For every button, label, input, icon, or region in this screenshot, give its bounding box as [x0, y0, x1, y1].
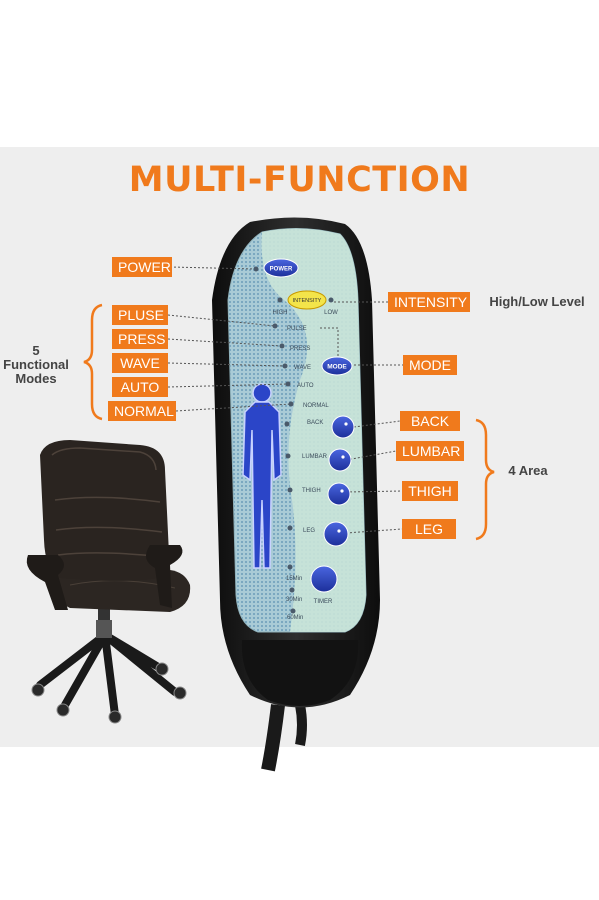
modes-group-label: 5 Functional Modes — [0, 344, 72, 386]
remote-mode-pulse: PULSE — [287, 326, 307, 332]
tag-press: PRESS — [112, 329, 168, 349]
area-group-label: 4 Area — [508, 463, 548, 478]
remote-area-leg: LEG — [303, 528, 315, 534]
area-brace — [475, 418, 495, 541]
remote-mode-wave: WAVE — [294, 365, 311, 371]
timer-label: TIMER — [314, 599, 333, 605]
leg-button[interactable] — [323, 521, 349, 547]
indicator-dots — [253, 266, 334, 614]
tag-thigh: THIGH — [402, 481, 458, 501]
remote-mode-normal: NORMAL — [303, 403, 329, 409]
modes-group-line-1: 5 — [32, 343, 40, 358]
timer-option-60: 60Min — [287, 615, 303, 621]
tag-normal: NORMAL — [108, 401, 176, 421]
body-figure — [242, 383, 282, 569]
high-label: HIGH — [273, 310, 288, 316]
mode-button-label: MODE — [327, 364, 347, 371]
tag-leg: LEG — [402, 519, 456, 539]
connector-lines — [167, 266, 403, 534]
tag-back: BACK — [400, 411, 460, 431]
tag-mode: MODE — [403, 355, 457, 375]
tag-lumbar: LUMBAR — [396, 441, 464, 461]
power-button-label: POWER — [270, 267, 293, 273]
tag-auto: AUTO — [112, 377, 168, 397]
remote-area-back: BACK — [307, 420, 323, 426]
page-title: MULTI-FUNCTION — [128, 160, 471, 200]
modes-group-line-3: Modes — [15, 371, 57, 386]
remote-mode-auto: AUTO — [297, 383, 314, 389]
thigh-button[interactable] — [327, 482, 351, 506]
tag-pluse: PLUSE — [112, 305, 168, 325]
low-label: LOW — [324, 310, 338, 316]
office-chair-image — [26, 440, 191, 724]
remote-cable — [261, 704, 307, 772]
intensity-button-label: INTENSITY — [293, 298, 322, 304]
remote-mode-press: PRESS — [290, 346, 310, 352]
timer-option-15: 15Min — [286, 576, 302, 582]
remote-area-thigh: THIGH — [302, 488, 321, 494]
intensity-button[interactable]: INTENSITY — [287, 290, 327, 310]
tag-power: POWER — [112, 257, 172, 277]
tag-intensity: INTENSITY — [388, 292, 470, 312]
timer-button[interactable] — [310, 565, 338, 593]
modes-brace — [83, 303, 103, 421]
remote-area-lumbar: LUMBAR — [302, 454, 328, 460]
back-button[interactable] — [331, 415, 355, 439]
remote-bottom-pad — [241, 640, 359, 706]
mode-button[interactable]: MODE — [321, 356, 353, 376]
intensity-note: High/Low Level — [489, 294, 585, 309]
modes-group-line-2: Functional — [3, 357, 69, 372]
power-button[interactable]: POWER — [263, 258, 299, 278]
lumbar-button[interactable] — [328, 448, 352, 472]
timer-option-30: 30Min — [286, 597, 302, 603]
tag-wave: WAVE — [112, 353, 168, 373]
